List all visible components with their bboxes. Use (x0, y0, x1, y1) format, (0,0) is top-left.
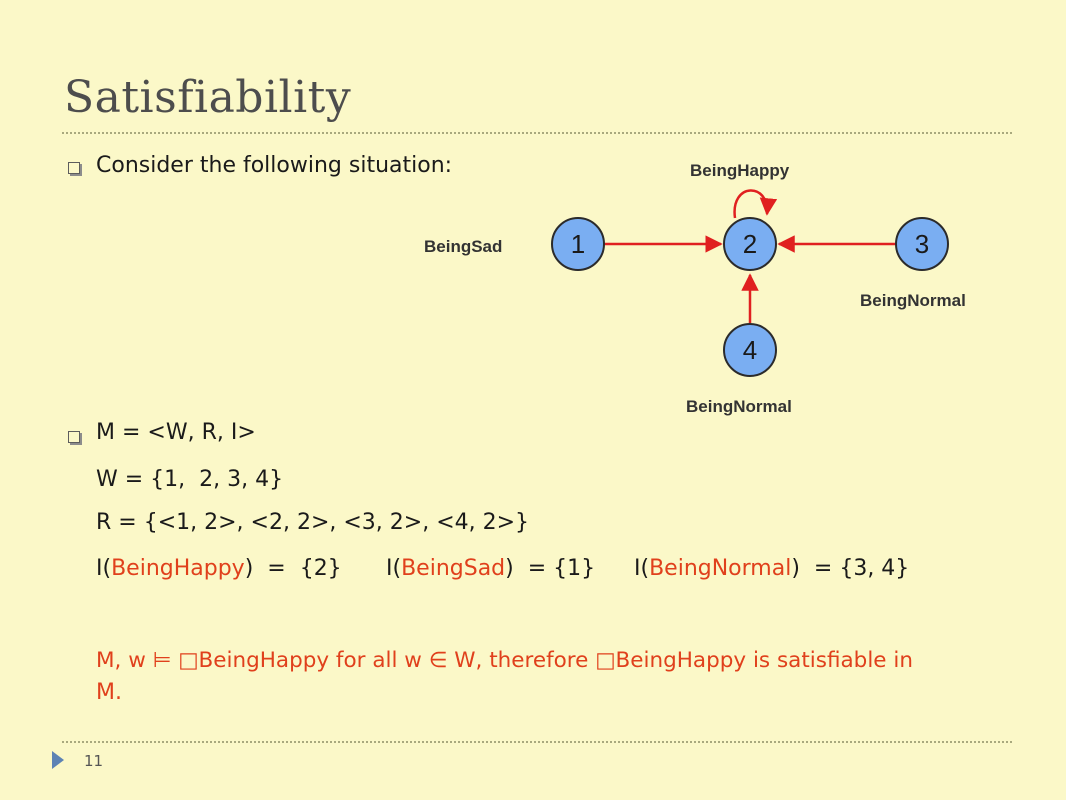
node-2: 2 (723, 217, 777, 271)
node-3: 3 (895, 217, 949, 271)
label-being-normal-node4: BeingNormal (686, 397, 792, 416)
node-1-label: 1 (571, 229, 585, 259)
interpretation-being-happy: I(BeingHappy) = {2} (96, 556, 342, 581)
title-divider (62, 132, 1012, 134)
label-being-happy: BeingHappy (690, 161, 790, 180)
label-being-sad: BeingSad (424, 237, 503, 256)
node-4: 4 (723, 323, 777, 377)
interpretation-being-sad: I(BeingSad) = {1} (386, 556, 596, 581)
worlds-definition: W = {1, 2, 3, 4} (96, 467, 284, 492)
node-3-label: 3 (915, 229, 929, 259)
page-marker-icon (52, 751, 64, 769)
bullet-icon (68, 162, 80, 174)
bullet-icon (68, 431, 80, 443)
footer-divider (62, 741, 1012, 743)
edge-2-2-loop (733, 189, 778, 219)
interpretation-being-normal: I(BeingNormal) = {3, 4} (634, 556, 910, 581)
node-2-label: 2 (743, 229, 757, 259)
intro-text: Consider the following situation: (96, 153, 453, 178)
conclusion-line-2: M. (96, 680, 122, 705)
model-definition: M = <W, R, I> (96, 420, 256, 445)
slide-title: Satisfiability (64, 72, 352, 123)
node-4-label: 4 (743, 335, 757, 365)
node-1: 1 (551, 217, 605, 271)
label-being-normal-node3: BeingNormal (860, 291, 966, 310)
conclusion-line-1: M, w ⊨ □BeingHappy for all w ∈ W, theref… (96, 648, 913, 673)
relation-definition: R = {<1, 2>, <2, 2>, <3, 2>, <4, 2>} (96, 510, 530, 535)
page-number: 11 (84, 752, 104, 770)
